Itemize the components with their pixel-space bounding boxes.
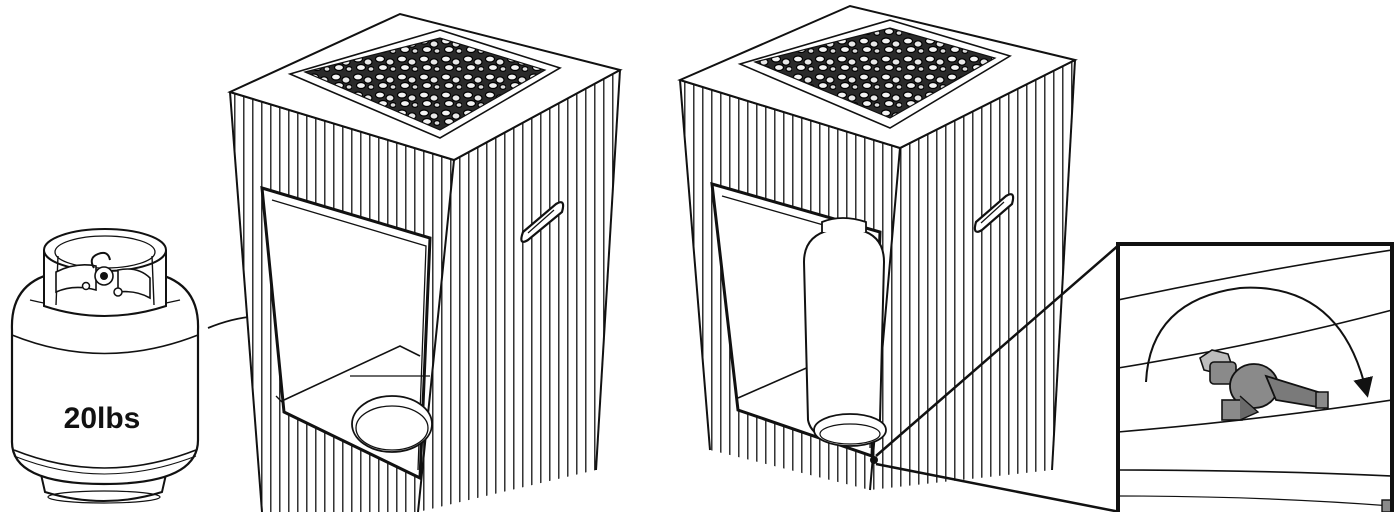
tank-capacity-label: 20lbs	[64, 402, 141, 435]
fire-table-empty	[230, 14, 620, 512]
valve-detail-inset	[1118, 244, 1394, 512]
fire-table-with-tank	[680, 6, 1075, 490]
installed-tank	[804, 218, 886, 446]
propane-tank: 20lbs	[12, 229, 198, 503]
